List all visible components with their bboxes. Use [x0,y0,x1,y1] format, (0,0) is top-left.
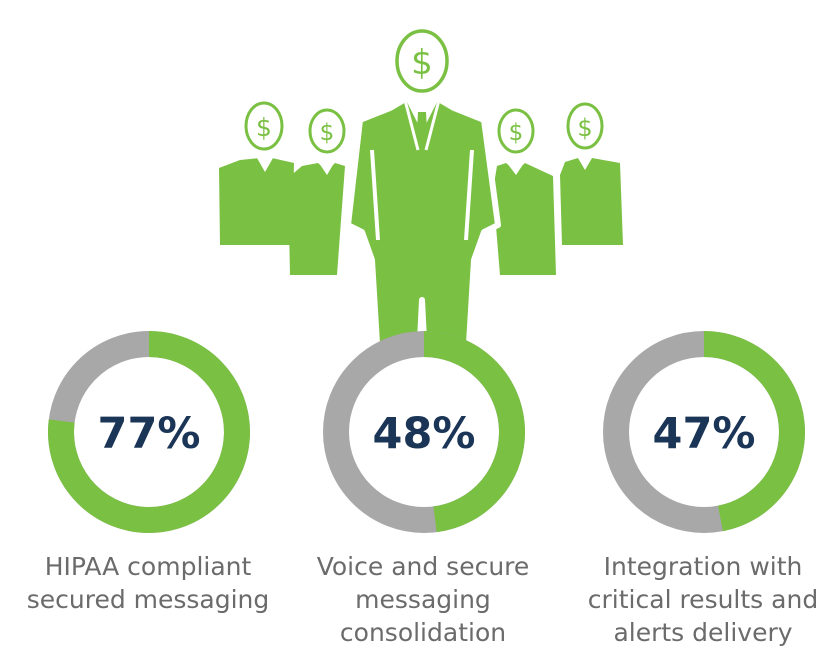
donut-value-arc [703,331,805,532]
dollar-head-icon: $ [308,108,346,154]
dollar-head-icon: $ [395,29,449,93]
businessman-left: $ [288,108,346,275]
caption-line: Voice and secure [316,552,530,581]
caption-line: secured messaging [26,585,270,614]
businessman-center: $ [345,29,501,360]
businessman-far-left: $ [219,101,294,245]
donut-value-arc [48,331,250,533]
svg-text:$: $ [509,120,524,146]
dollar-head-icon: $ [497,108,535,154]
donut-value-label: 47% [653,409,756,459]
donut-chart-3: 47% [603,331,805,533]
businessmen-illustration: $ $ $ $ [219,29,623,360]
dollar-head-icon: $ [566,102,604,150]
caption-line: HIPAA compliant [44,552,252,581]
caption-line: consolidation [339,618,507,647]
svg-text:$: $ [577,114,592,142]
donut-value-arc [423,331,525,533]
svg-text:$: $ [256,113,272,142]
donut-chart-2: 48% [323,331,525,533]
svg-text:$: $ [411,43,433,83]
caption-line: messaging [355,585,491,614]
caption-line: alerts delivery [613,618,793,647]
svg-text:$: $ [320,120,335,146]
dollar-head-icon: $ [244,101,284,151]
businessman-right: $ [493,108,556,275]
donut-value-label: 77% [98,409,201,459]
businessman-far-right: $ [560,102,623,245]
caption-voice: Voice and secure messaging consolidation [298,550,548,649]
donut-value-label: 48% [373,409,476,459]
caption-integration: Integration with critical results and al… [578,550,828,649]
caption-line: Integration with [603,552,803,581]
caption-line: critical results and [587,585,819,614]
caption-hipaa: HIPAA compliant secured messaging [23,550,273,616]
donut-chart-1: 77% [48,331,250,533]
